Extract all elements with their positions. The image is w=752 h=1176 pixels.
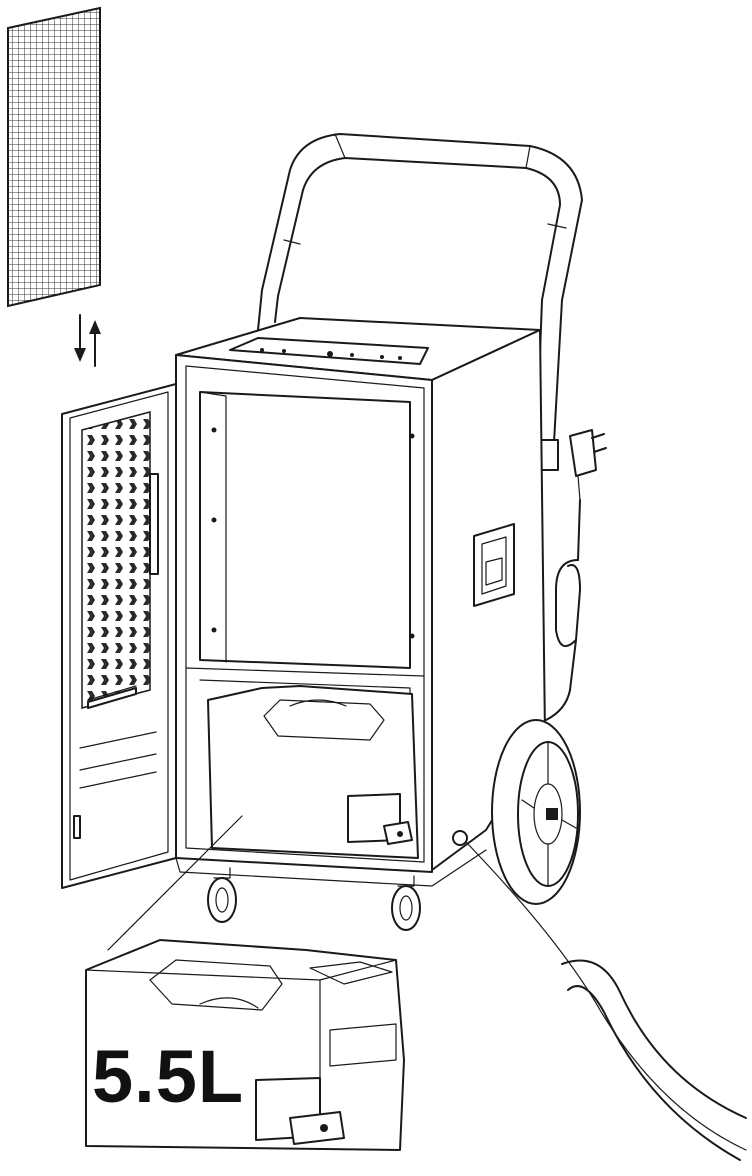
- water-tank: [85, 939, 405, 1151]
- open-door: [61, 383, 177, 889]
- water-tank: [207, 685, 419, 859]
- power-plug-icon: [569, 429, 607, 501]
- control-panel: [229, 337, 429, 365]
- tank-capacity-label: 5.5L: [92, 1035, 245, 1118]
- power-cord: [545, 499, 581, 721]
- filter-screen-icon: [7, 6, 101, 308]
- caster-wheel: [207, 867, 421, 931]
- side-carry-handle: [473, 523, 515, 607]
- drain-hose: [465, 841, 747, 1161]
- wheel: [491, 719, 581, 905]
- up-down-arrows-icon: [74, 314, 101, 367]
